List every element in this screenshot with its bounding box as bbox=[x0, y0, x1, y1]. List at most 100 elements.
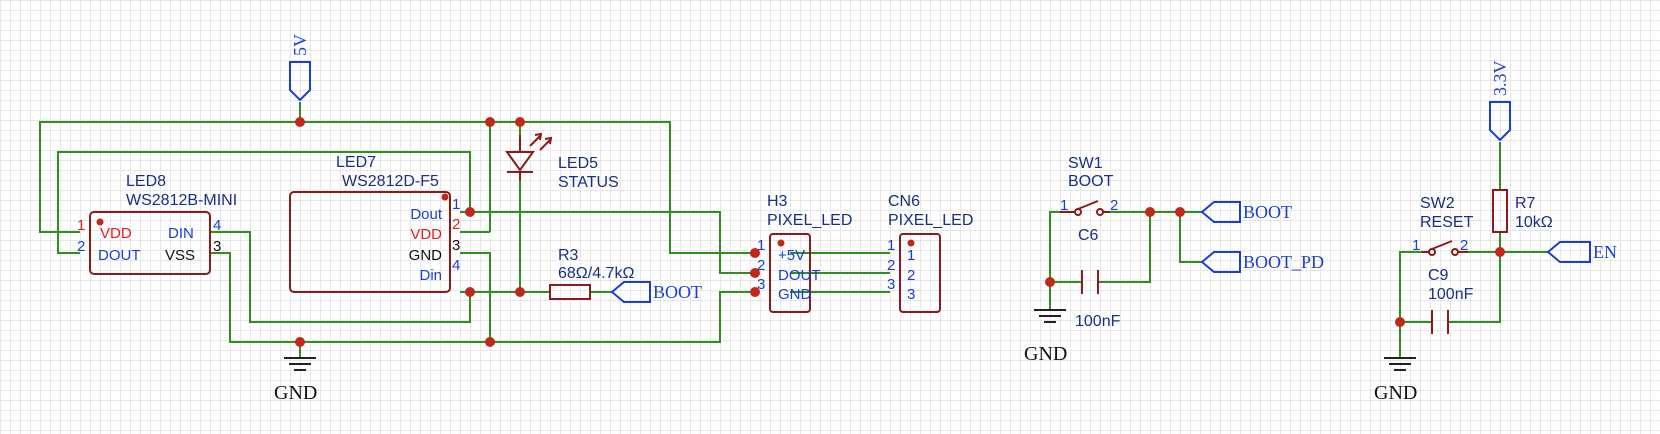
sw1-pin1-num: 1 bbox=[1060, 197, 1068, 214]
led7-pin3-num: 3 bbox=[452, 237, 460, 254]
net-flag-boot-right[interactable]: BOOT bbox=[1200, 201, 1292, 223]
led7-ref: LED7 bbox=[336, 154, 376, 171]
led7-pin1-num: 1 bbox=[452, 196, 460, 213]
net-boot-right-label: BOOT bbox=[1243, 202, 1292, 222]
wire-led7-dout bbox=[460, 211, 755, 274]
wire-c9-right bbox=[1448, 252, 1501, 323]
junction bbox=[465, 287, 475, 297]
led8-pin3-num: 3 bbox=[213, 238, 221, 255]
net-flag-shape bbox=[1200, 251, 1241, 273]
sw2-value: RESET bbox=[1420, 214, 1474, 231]
led7-pin-vdd: VDD bbox=[410, 226, 442, 243]
gnd-symbol-middle[interactable]: GND bbox=[1024, 309, 1067, 365]
led8-pin-din: DIN bbox=[168, 225, 194, 242]
wire-sw1-left bbox=[1049, 211, 1082, 283]
r3-component[interactable]: R3 68Ω/4.7kΩ bbox=[549, 247, 634, 300]
led7-component[interactable]: LED7 WS2812D-F5 Dout VDD GND Din 1 2 3 4 bbox=[289, 154, 460, 293]
led7-pin-din: Din bbox=[419, 267, 442, 284]
net-boot-left-label: BOOT bbox=[653, 282, 702, 302]
led5-component[interactable]: LED5 STATUS bbox=[505, 132, 619, 191]
sw1-ref: SW1 bbox=[1068, 155, 1103, 172]
junction bbox=[295, 337, 305, 347]
cn6-pin3-label: 3 bbox=[907, 286, 915, 303]
c9-ref: C9 bbox=[1428, 267, 1449, 284]
led7-pin-gnd: GND bbox=[409, 247, 443, 264]
cn6-pin2-label: 2 bbox=[907, 267, 915, 284]
junction bbox=[515, 287, 525, 297]
gnd-right-label: GND bbox=[1374, 382, 1417, 404]
r7-value: 10kΩ bbox=[1515, 214, 1553, 231]
junction bbox=[515, 117, 525, 127]
junction bbox=[1145, 207, 1155, 217]
sw1-pin2-num: 2 bbox=[1110, 197, 1118, 214]
led8-pin-dout: DOUT bbox=[98, 247, 141, 264]
net-en-label: EN bbox=[1593, 242, 1617, 262]
power-flag-shape bbox=[289, 61, 311, 102]
sw1-switch[interactable]: SW1 BOOT 1 2 bbox=[1060, 155, 1118, 216]
net-flag-en[interactable]: EN bbox=[1546, 241, 1617, 263]
led8-component[interactable]: LED8 WS2812B-MINI VDD DOUT DIN VSS 1 2 3… bbox=[77, 173, 237, 275]
wire-gnd-bus bbox=[210, 252, 755, 343]
led5-arrow-1 bbox=[529, 135, 541, 147]
h3-pin2-label: DOUT bbox=[778, 267, 821, 284]
junction bbox=[1495, 247, 1505, 257]
r3-value: 68Ω/4.7kΩ bbox=[558, 265, 634, 282]
junction bbox=[750, 287, 760, 297]
cn6-value: PIXEL_LED bbox=[888, 212, 973, 229]
gnd-symbol-right[interactable]: GND bbox=[1374, 357, 1417, 404]
h3-pin2-num: 2 bbox=[757, 257, 765, 274]
led8-body bbox=[89, 211, 211, 275]
led7-pin4-num: 4 bbox=[452, 257, 460, 274]
net-flag-boot-pd[interactable]: BOOT_PD bbox=[1200, 251, 1324, 273]
h3-connector[interactable]: H3 PIXEL_LED +5V DOUT GND 1 2 3 bbox=[757, 193, 852, 313]
r3-ref: R3 bbox=[558, 247, 579, 264]
wire-led7-gnd bbox=[460, 252, 491, 342]
net-flag-shape bbox=[610, 281, 651, 303]
power-flag-3v3-label: 3.3V bbox=[1490, 61, 1510, 97]
junction bbox=[1175, 207, 1185, 217]
led8-pin-vdd: VDD bbox=[100, 225, 132, 242]
cn6-body bbox=[899, 233, 941, 313]
led5-arrow-2 bbox=[539, 139, 551, 151]
led8-pin1-num: 1 bbox=[77, 217, 85, 234]
sw1-value: BOOT bbox=[1068, 173, 1114, 190]
junction bbox=[485, 117, 495, 127]
net-flag-boot-left[interactable]: BOOT bbox=[610, 281, 702, 303]
cn6-pin3-num: 3 bbox=[887, 276, 895, 293]
junctions bbox=[295, 117, 1505, 347]
power-flag-5v[interactable]: 5V bbox=[289, 34, 311, 102]
c9-capacitor[interactable]: C9 100nF bbox=[1428, 267, 1474, 334]
wire-led8-dout-loop bbox=[57, 151, 471, 254]
power-flag-3v3[interactable]: 3.3V bbox=[1489, 61, 1511, 142]
net-flag-shape bbox=[1200, 201, 1241, 223]
r7-component[interactable]: R7 10kΩ bbox=[1492, 189, 1553, 233]
cn6-pin1-num: 1 bbox=[887, 237, 895, 254]
c9-value: 100nF bbox=[1428, 286, 1474, 303]
led8-pin2-num: 2 bbox=[77, 238, 85, 255]
cn6-pin1-dot bbox=[907, 239, 915, 247]
junction bbox=[750, 268, 760, 278]
cn6-ref: CN6 bbox=[888, 193, 920, 210]
r3-body bbox=[549, 284, 591, 300]
junction bbox=[1395, 317, 1405, 327]
sw2-pin2-num: 2 bbox=[1460, 237, 1468, 254]
junction bbox=[485, 337, 495, 347]
c6-capacitor[interactable]: C6 100nF bbox=[1075, 227, 1121, 330]
sw2-switch[interactable]: SW2 RESET 1 2 bbox=[1412, 195, 1474, 256]
h3-body bbox=[769, 233, 811, 313]
led7-pin1-dot bbox=[441, 193, 449, 201]
h3-pin3-num: 3 bbox=[757, 276, 765, 293]
gnd-middle-label: GND bbox=[1024, 343, 1067, 365]
r7-ref: R7 bbox=[1515, 195, 1536, 212]
sw1-lever bbox=[1077, 200, 1099, 210]
led5-diode-triangle bbox=[505, 151, 535, 172]
h3-pin1-dot bbox=[777, 239, 785, 247]
led7-value: WS2812D-F5 bbox=[342, 173, 439, 190]
sw2-lever bbox=[1431, 240, 1453, 250]
c6-value: 100nF bbox=[1075, 313, 1121, 330]
led8-ref: LED8 bbox=[126, 173, 166, 190]
gnd-symbol-left[interactable]: GND bbox=[274, 357, 317, 404]
cn6-connector[interactable]: CN6 PIXEL_LED 1 2 3 1 2 3 bbox=[887, 193, 973, 313]
